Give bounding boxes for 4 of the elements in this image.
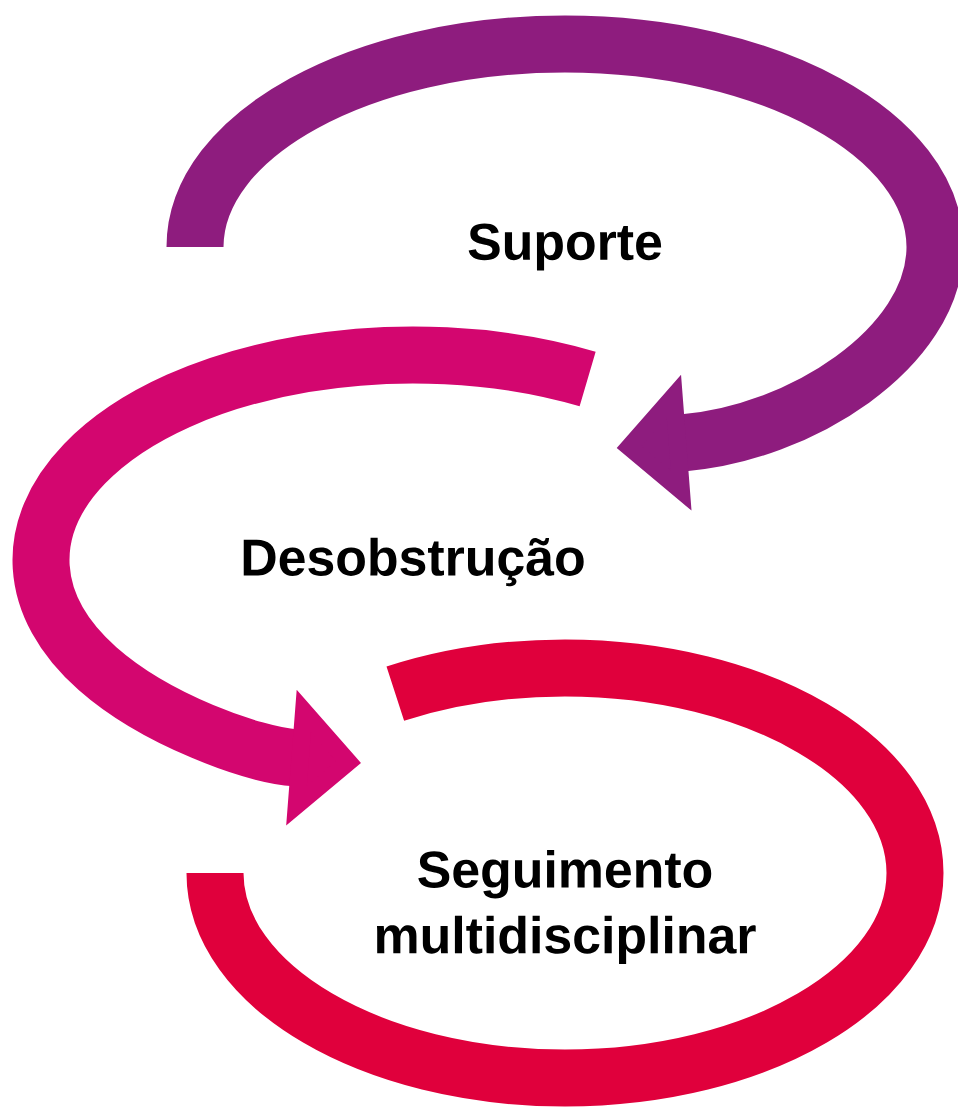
cycle-step: Seguimento multidisciplinar	[186, 639, 944, 1107]
cycle-step: Suporte	[166, 15, 958, 511]
node-label: Suporte	[468, 223, 662, 271]
node-label: Desobstrução	[243, 537, 584, 587]
